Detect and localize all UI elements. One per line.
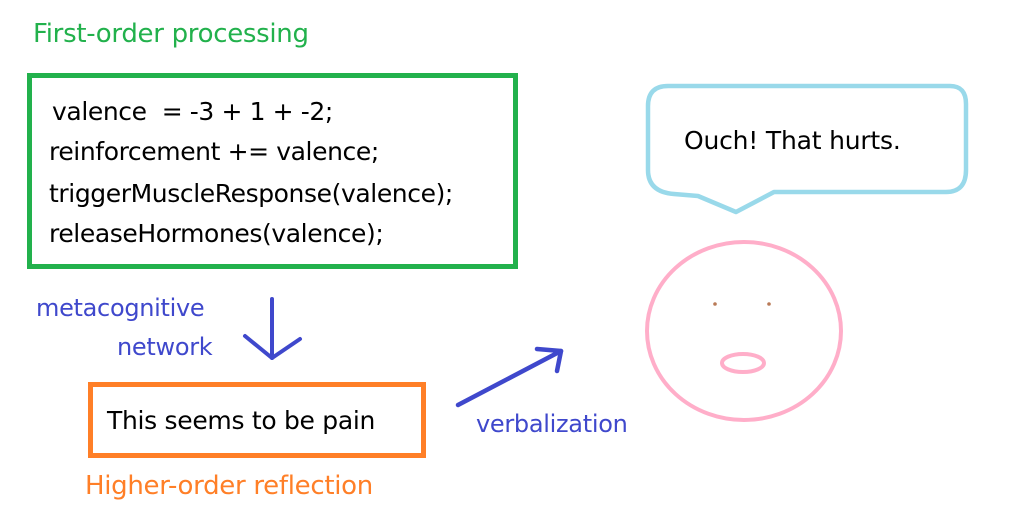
code-line: triggerMuscleResponse(valence); [49, 179, 453, 208]
left-eye-icon [713, 302, 717, 306]
face [645, 240, 843, 422]
arrow-up-right-icon [455, 346, 564, 408]
arrow-down-icon [243, 297, 302, 360]
higher-order-box: This seems to be pain [88, 382, 426, 458]
higher-order-title: Higher-order reflection [85, 471, 373, 501]
reflection-text: This seems to be pain [107, 406, 376, 435]
first-order-title: First-order processing [33, 19, 309, 49]
metacognitive-label: metacognitive [36, 294, 205, 322]
network-label: network [117, 333, 213, 361]
first-order-code-box: valence = -3 + 1 + -2; reinforcement += … [27, 73, 518, 269]
face-outline [645, 240, 843, 422]
right-eye-icon [767, 302, 771, 306]
mouth-icon [720, 352, 766, 374]
code-line: reinforcement += valence; [49, 137, 379, 166]
verbalization-label: verbalization [476, 410, 628, 438]
speech-text: Ouch! That hurts. [684, 126, 901, 155]
code-line: valence = -3 + 1 + -2; [52, 97, 333, 126]
code-line: releaseHormones(valence); [49, 219, 384, 248]
